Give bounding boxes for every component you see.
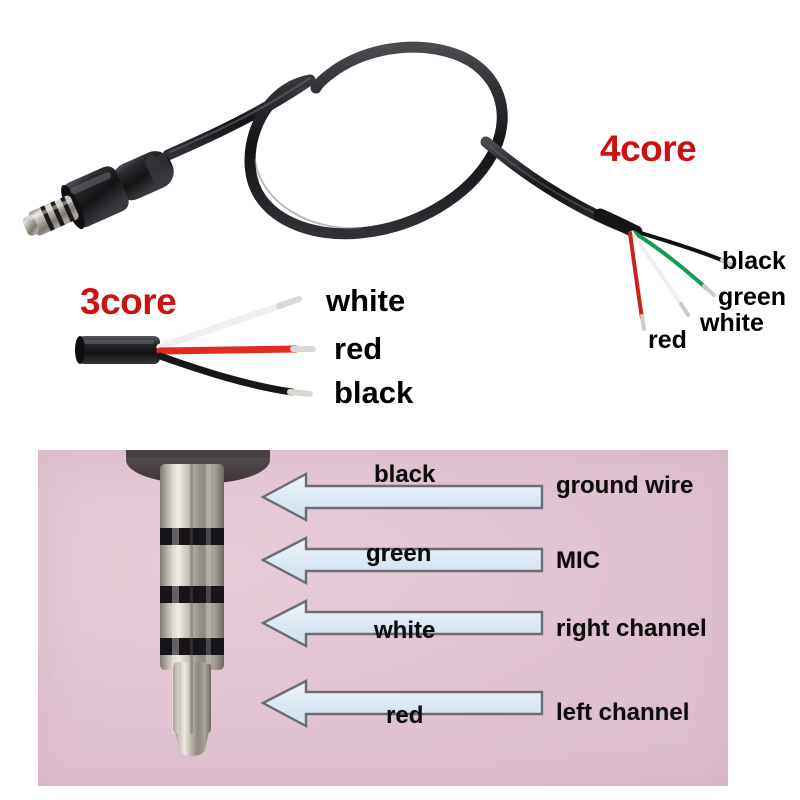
three-core-cable-illustration [75,296,316,397]
photo-function-label-left-channel: left channel [556,699,690,726]
photo-wire-label-green: green [366,540,432,567]
arrow-right-channel [260,599,544,649]
top-diagram-panel: 4core 3core white red black black green … [22,41,787,410]
three-core-label-white: white [326,283,406,318]
trrs-plug-photo [160,464,224,756]
cable-path [162,41,640,240]
top-diagram-graphic [22,41,735,397]
photo-wire-label-black: black [374,461,436,488]
three-core-label-black: black [334,375,414,410]
four-core-wire-fan [593,208,735,331]
plug-photo-graphic [126,450,544,756]
four-core-label-white: white [700,309,764,337]
photo-wire-label-white: white [374,617,436,644]
three-core-heading: 3core [80,281,177,322]
trrs-plug-illustration [22,151,174,236]
four-core-heading: 4core [600,128,697,169]
three-core-label-red: red [334,331,383,366]
four-core-label-green: green [718,283,787,311]
photo-function-label-right-channel: right channel [556,615,707,642]
photo-wire-label-red: red [386,702,424,729]
four-core-label-black: black [722,247,786,275]
plug-photo-panel [38,450,728,786]
photo-function-label-ground-wire: ground wire [556,472,694,499]
callout-arrows [260,471,544,729]
arrow-ground [260,471,544,523]
arrow-left-channel [260,679,544,729]
arrow-mic [260,536,544,586]
four-core-label-red: red [648,326,687,354]
photo-function-label-mic: MIC [556,547,600,574]
